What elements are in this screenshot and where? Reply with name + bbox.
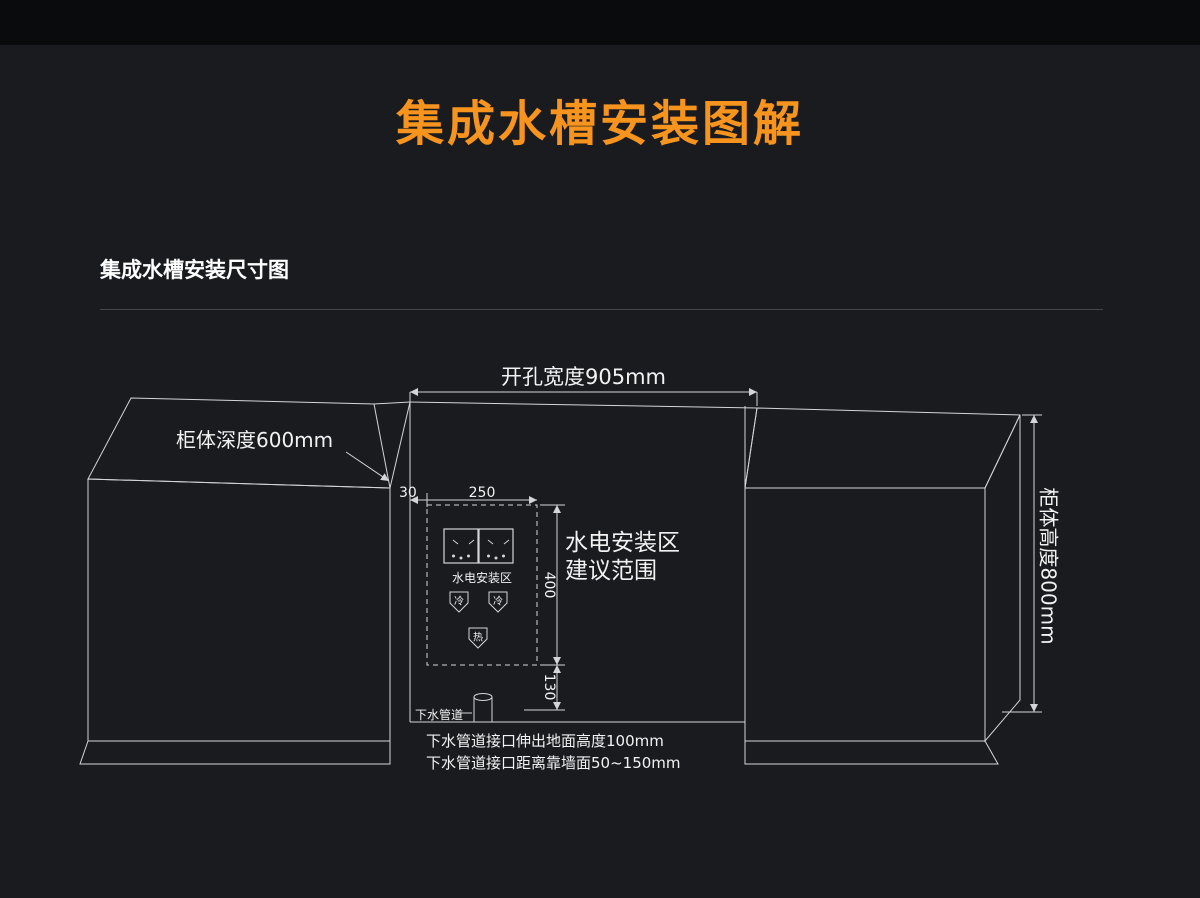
socket-area-label: 水电安装区 (451, 571, 512, 585)
drain-pipe (457, 693, 493, 722)
dim-leader-600 (345, 451, 390, 482)
right-cabinet-side (984, 414, 1021, 743)
drain-pipe-top (473, 693, 493, 701)
power-socket-left (443, 528, 479, 564)
drain-pipe-label: 下水管道 (415, 708, 464, 722)
cold-valve-icon (449, 591, 469, 613)
dim-opening-width-label: 开孔宽度905mm (501, 365, 666, 389)
dim-cabinet-height-label: 柜体高度800mm (1036, 487, 1061, 645)
section-title: 集成水槽安装尺寸图 (100, 258, 289, 282)
drain-note-height: 下水管道接口伸出地面高度100mm (426, 732, 664, 750)
dim-30-label: 30 (399, 485, 417, 501)
zone-label-line2: 建议范围 (565, 558, 657, 584)
section-divider (100, 309, 1103, 310)
page-title: 集成水槽安装图解 (395, 96, 804, 152)
right-cabinet-front (744, 487, 986, 742)
dim-cabinet-depth-label: 柜体深度600mm (176, 428, 334, 452)
dim-250-label: 250 (468, 485, 496, 501)
hot-valve-icon (468, 627, 488, 649)
hot-valve-label: 热 (473, 632, 483, 644)
dimension-lines (345, 388, 1042, 713)
opening-back-top (409, 401, 758, 409)
left-cabinet-base (79, 740, 391, 765)
right-cabinet (744, 407, 1021, 765)
zone-label-line1: 水电安装区 (565, 530, 680, 556)
utility-zone (426, 504, 538, 666)
cold-valve-label: 冷 (454, 596, 464, 608)
dim-400-label: 400 (541, 571, 557, 599)
utility-zone-outline (426, 504, 538, 666)
dim-130-label: 130 (541, 673, 557, 701)
cold-valve-icon (488, 591, 508, 613)
left-cabinet-front (87, 478, 391, 742)
top-bar (0, 0, 1200, 45)
right-cabinet-top (744, 407, 1021, 489)
right-cabinet-base (744, 740, 999, 765)
drain-note-distance: 下水管道接口距离靠墙面50~150mm (426, 754, 681, 772)
cold-valve-label: 冷 (493, 596, 503, 608)
power-socket-right (478, 528, 514, 564)
